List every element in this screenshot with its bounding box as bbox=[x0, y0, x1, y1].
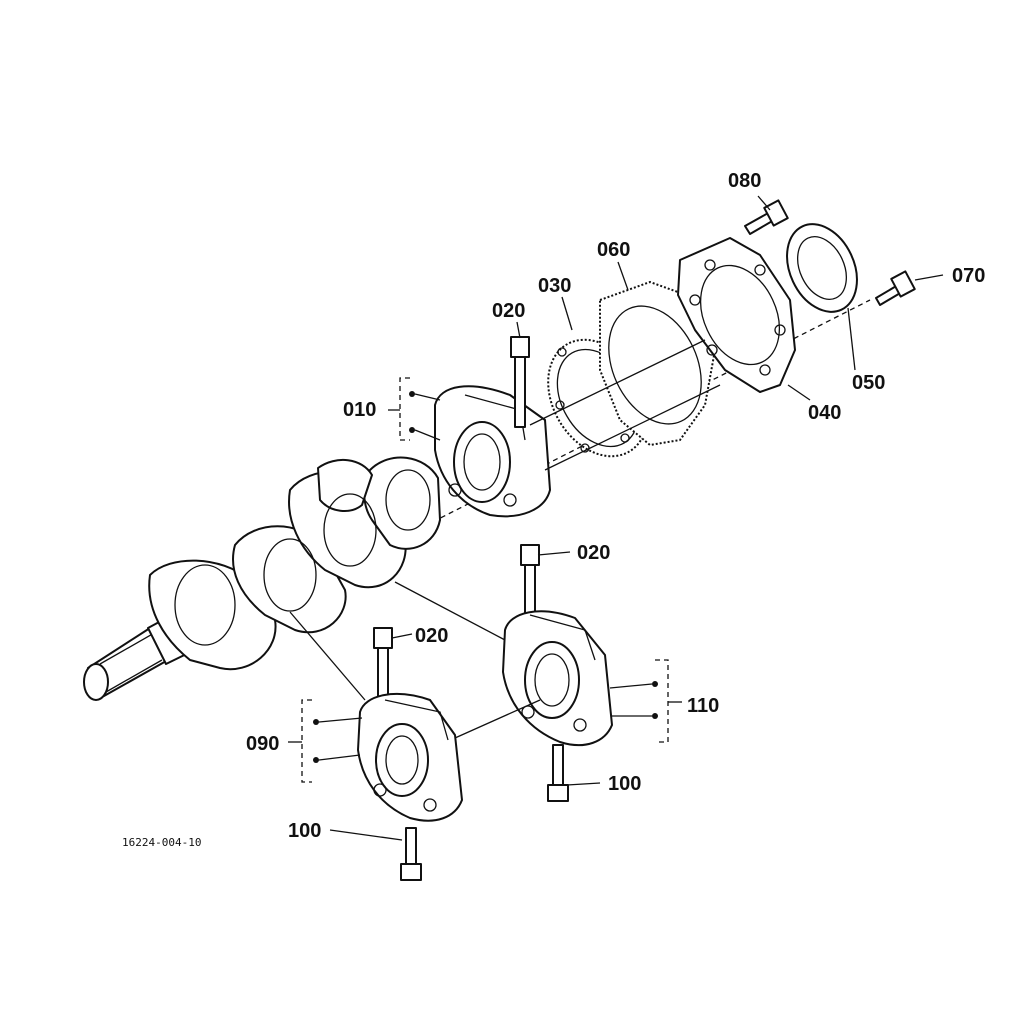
guide-lines bbox=[289, 339, 721, 739]
bolt-020-upper bbox=[510, 336, 530, 428]
part-labels: 080 070 060 030 020 010 050 040 020 020 … bbox=[246, 170, 985, 842]
label-080: 080 bbox=[728, 170, 761, 192]
label-100-right: 100 bbox=[608, 773, 641, 795]
bolt-100-right bbox=[547, 744, 569, 802]
oil-seal-050 bbox=[786, 223, 858, 313]
label-100-left: 100 bbox=[288, 820, 321, 842]
bolt-100-left bbox=[400, 827, 422, 881]
label-020-upper: 020 bbox=[492, 300, 525, 322]
drawing-code: 16224-004-10 bbox=[122, 836, 201, 849]
bolt-080 bbox=[744, 199, 789, 235]
label-060: 060 bbox=[597, 239, 630, 261]
bracket-010 bbox=[388, 377, 441, 441]
label-040: 040 bbox=[808, 402, 841, 424]
label-050: 050 bbox=[852, 372, 885, 394]
bolt-020-left bbox=[373, 627, 393, 699]
label-020-left: 020 bbox=[415, 625, 448, 647]
label-090: 090 bbox=[246, 733, 279, 755]
bolt-020-right bbox=[520, 544, 540, 616]
bearing-housing-090 bbox=[357, 693, 463, 822]
label-110: 110 bbox=[687, 695, 719, 717]
label-030: 030 bbox=[538, 275, 571, 297]
crankshaft bbox=[83, 456, 441, 701]
bracket-110 bbox=[609, 659, 682, 743]
label-leaders bbox=[329, 195, 944, 841]
bearing-housing-010 bbox=[434, 385, 551, 518]
label-070: 070 bbox=[952, 265, 985, 287]
bolt-070 bbox=[875, 270, 916, 306]
bearing-housing-110 bbox=[502, 610, 613, 747]
bracket-090 bbox=[288, 699, 363, 783]
seal-housing-040 bbox=[677, 237, 796, 393]
label-020-right: 020 bbox=[577, 542, 610, 564]
label-010: 010 bbox=[343, 399, 376, 421]
